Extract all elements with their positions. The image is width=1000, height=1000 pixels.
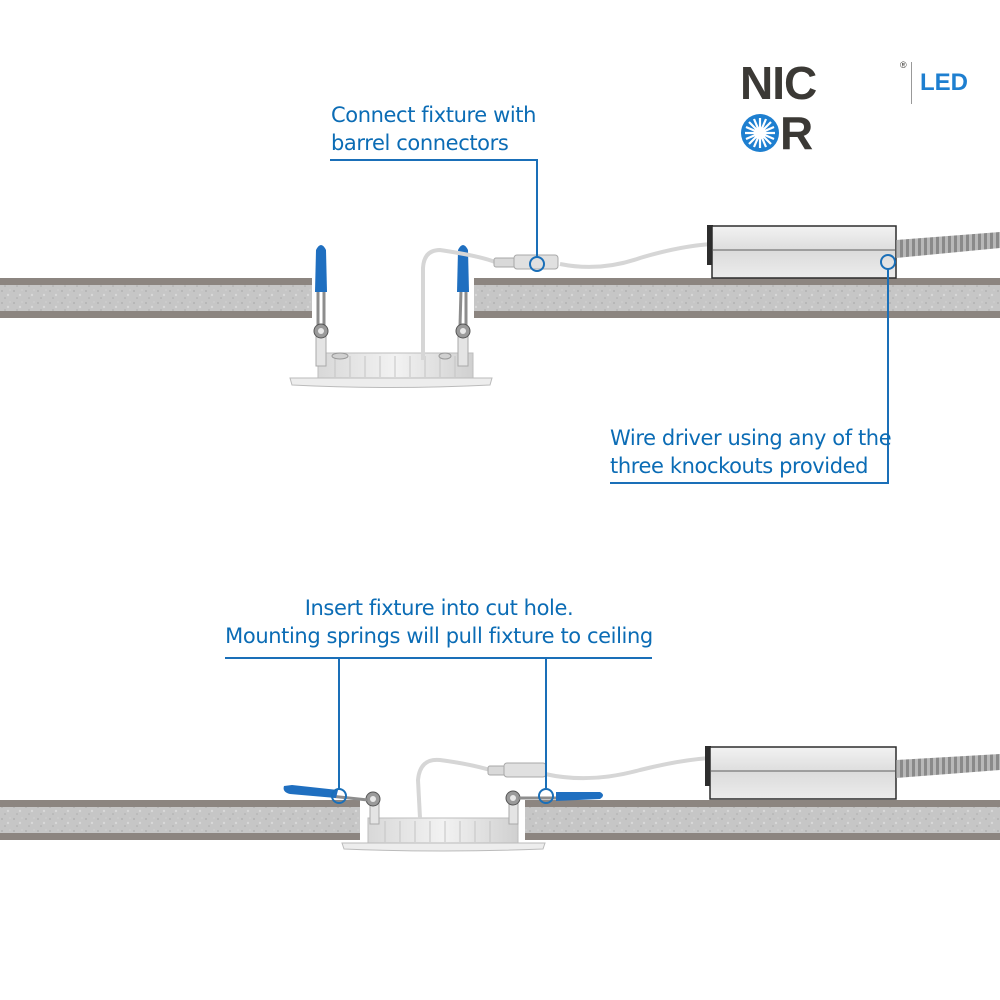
ceiling-right: [474, 278, 1000, 318]
callout-lines: [225, 159, 896, 804]
ceiling-left-bottom: [0, 800, 360, 840]
led-fixture: [289, 352, 493, 388]
starburst-icon: [740, 112, 780, 152]
driver-callout-line1: Wire driver using any of the: [610, 426, 892, 450]
insert-callout: Insert fixture into cut hole. Mounting s…: [225, 594, 653, 650]
connect-callout-line2: barrel connectors: [331, 131, 509, 155]
led-driver: [707, 225, 897, 279]
led-fixture-installed: [341, 817, 546, 852]
insert-callout-line1: Insert fixture into cut hole.: [304, 596, 574, 620]
connect-callout-line: [330, 159, 538, 257]
flexible-conduit-bottom: [896, 754, 1000, 778]
barrel-connector: [493, 254, 559, 270]
fixture-wire-bottom: [415, 756, 711, 819]
mounting-spring-right-folded: [505, 790, 603, 825]
logo-wordmark: NICR: [740, 57, 817, 159]
barrel-connector-bottom: [487, 762, 547, 778]
led-driver-bottom: [705, 746, 897, 800]
mounting-spring-left-folded: [283, 785, 381, 825]
logo-divider: [911, 62, 912, 104]
driver-callout-line2: three knockouts provided: [610, 454, 869, 478]
insert-callout-left-marker: [331, 788, 347, 804]
ceiling-left: [0, 278, 312, 318]
scene-after-insertion: [0, 746, 1000, 852]
insert-callout-line2: Mounting springs will pull fixture to ce…: [225, 624, 653, 648]
flexible-conduit: [896, 232, 1000, 258]
connect-callout-marker: [529, 256, 545, 272]
mounting-spring-left: [313, 245, 329, 367]
connect-callout-line1: Connect fixture with: [331, 103, 537, 127]
ceiling-right-bottom: [525, 800, 1000, 840]
driver-callout-line: [610, 269, 889, 484]
registered-mark: ®: [900, 60, 907, 70]
mounting-spring-right: [455, 245, 471, 367]
driver-callout-marker: [880, 254, 896, 270]
driver-callout: Wire driver using any of the three knock…: [610, 424, 892, 480]
connect-callout: Connect fixture with barrel connectors: [331, 101, 536, 157]
logo-led-text: LED: [920, 69, 968, 96]
insert-callout-right-marker: [538, 788, 554, 804]
scene-before-insertion: [0, 225, 1000, 388]
fixture-wire: [421, 242, 713, 360]
